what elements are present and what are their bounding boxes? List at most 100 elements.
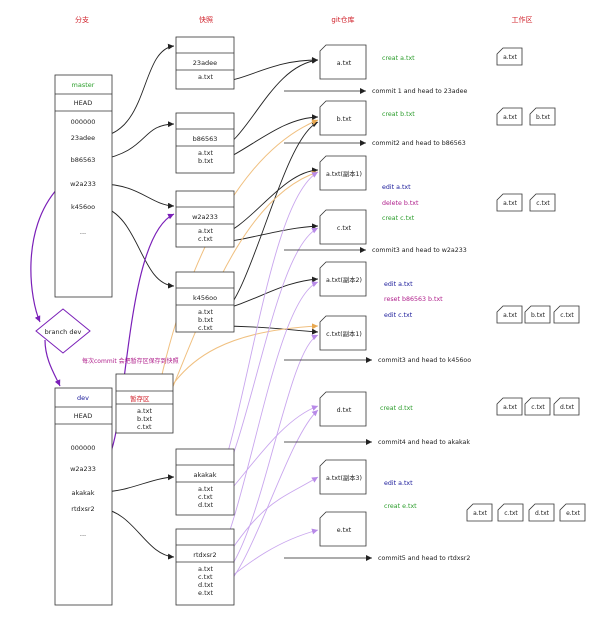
workspace-file-label: a.txt <box>503 312 517 319</box>
master-commit-000000: 000000 <box>71 118 96 126</box>
workspace-file: a.txt <box>496 107 523 126</box>
workspace-file: a.txt <box>466 503 493 522</box>
workspace-file: d.txt <box>528 503 555 522</box>
snapshot-id: rtdxsr2 <box>193 551 216 559</box>
master-ellipsis: ... <box>80 228 86 236</box>
action-commit-column: creat a.txt creat b.txt edit a.txt delete b… <box>284 55 471 562</box>
repo-doc-label: a.txt(副本2) <box>326 275 362 284</box>
header-branch: 分支 <box>75 15 89 24</box>
action-label: creat b.txt <box>382 111 415 118</box>
repo-doc-label: c.txt <box>337 225 352 232</box>
branch-dev-arrow <box>44 339 61 387</box>
action-label: creat a.txt <box>382 55 415 62</box>
dev-branch-box: dev HEAD 000000 w2a233 akakak rtdxsr2 ..… <box>54 387 113 606</box>
workspace-file-label: d.txt <box>535 510 550 517</box>
dev-ellipsis: ... <box>80 530 86 538</box>
commit-label: commit4 and head to akakak <box>378 439 470 446</box>
snapshot-file: a.txt <box>198 308 213 316</box>
repo-doc-label: a.txt <box>337 60 352 67</box>
action-label: creat e.txt <box>384 503 417 510</box>
dev-commit-rtdxsr2: rtdxsr2 <box>71 505 94 513</box>
staging-area-box: 暂存区 a.txt b.txt c.txt <box>115 373 174 434</box>
repo-doc: c.txt(副本1) <box>319 315 367 351</box>
workspace-file-label: b.txt <box>536 114 551 121</box>
workspace-file: c.txt <box>524 397 551 416</box>
workspace-file-label: c.txt <box>560 312 574 319</box>
repo-doc: a.txt(副本3) <box>319 459 367 495</box>
action-label: edit a.txt <box>384 281 413 288</box>
repo-doc: d.txt <box>319 391 367 427</box>
commit-label: commit5 and head to rtdxsr2 <box>378 555 470 562</box>
snapshot-file: a.txt <box>198 73 213 81</box>
header-repo: git仓库 <box>331 15 354 24</box>
snapshot-file: a.txt <box>198 149 213 157</box>
snapshot-file: c.txt <box>198 324 213 332</box>
snapshot-file: a.txt <box>198 227 213 235</box>
snapshot-file: b.txt <box>198 157 214 165</box>
workspace-file-label: d.txt <box>560 404 575 411</box>
master-commit-23adee: 23adee <box>71 134 95 142</box>
branch-dev-label: branch dev <box>45 328 82 336</box>
dev-commit-akakak: akakak <box>71 489 94 497</box>
workspace-file: c.txt <box>497 503 524 522</box>
commit-label: commit3 and head to k456oo <box>378 357 471 364</box>
header-snapshot: 快照 <box>199 15 213 24</box>
workspace-file: e.txt <box>559 503 586 522</box>
workspace-file-label: a.txt <box>473 510 487 517</box>
workspace-file: a.txt <box>496 305 523 324</box>
workspace-file: c.txt <box>553 305 580 324</box>
master-commit-w2a233: w2a233 <box>70 180 96 188</box>
snapshot-file: d.txt <box>198 501 214 509</box>
repo-doc: b.txt <box>319 100 367 136</box>
repo-doc: a.txt <box>319 44 367 80</box>
snapshot-id: 23adee <box>193 59 217 67</box>
workspace-file-label: b.txt <box>531 312 546 319</box>
master-head-label: HEAD <box>74 99 92 107</box>
branch-dev-arrow <box>30 187 59 323</box>
repo-column: a.txt b.txt a.txt(副本1) c.txt a.txt(副本2) c.txt… <box>319 44 367 547</box>
snapshot-column: 23adeea.txtb86563a.txtb.txtw2a233a.txtc.… <box>175 36 235 606</box>
staging-title: 暂存区 <box>130 394 150 403</box>
master-branch-name: master <box>72 81 95 89</box>
snapshot-id: b86563 <box>193 135 218 143</box>
branch-dev-diamond: branch dev <box>35 308 91 354</box>
staging-note: 每次commit 会把暂存区保存到快照 <box>82 357 179 365</box>
repo-doc: a.txt(副本2) <box>319 261 367 297</box>
snapshot-file: c.txt <box>198 235 213 243</box>
snapshot-id: akakak <box>193 471 216 479</box>
workspace-file-label: a.txt <box>503 200 517 207</box>
snapshot-file: b.txt <box>198 316 214 324</box>
repo-doc-label: a.txt(副本3) <box>326 473 362 482</box>
workspace-file: d.txt <box>553 397 580 416</box>
workspace-file: a.txt <box>496 397 523 416</box>
snapshot-file: e.txt <box>198 589 213 597</box>
repo-doc-label: e.txt <box>337 527 352 534</box>
workspace-file: b.txt <box>524 305 551 324</box>
workspace-file-label: c.txt <box>504 510 518 517</box>
workspace-file-label: e.txt <box>566 510 581 517</box>
snapshot-id: w2a233 <box>192 213 218 221</box>
workspace-file-label: a.txt <box>503 404 517 411</box>
action-label: creat c.txt <box>382 215 415 222</box>
snapshot-file: c.txt <box>198 493 213 501</box>
staging-file-b: b.txt <box>137 415 153 423</box>
workspace-file: c.txt <box>529 193 556 212</box>
workspace-file-label: a.txt <box>503 114 517 121</box>
action-label: creat d.txt <box>380 405 413 412</box>
repo-doc-label: d.txt <box>337 407 352 414</box>
snapshot-id: k456oo <box>193 294 217 302</box>
header-workspace: 工作区 <box>512 15 533 24</box>
repo-doc: a.txt(副本1) <box>319 155 367 191</box>
repo-doc-label: b.txt <box>337 116 352 123</box>
action-label: delete b.txt <box>382 200 419 207</box>
action-label: edit a.txt <box>384 480 413 487</box>
workspace-column: a.txt a.txt b.txt a.txt c.txt a.txt b.txt c.txt… <box>466 47 586 522</box>
action-label: reset b86563 b.txt <box>384 296 443 303</box>
workspace-file-label: a.txt <box>503 54 517 61</box>
workspace-file-label: c.txt <box>531 404 545 411</box>
action-label: edit a.txt <box>382 184 411 191</box>
